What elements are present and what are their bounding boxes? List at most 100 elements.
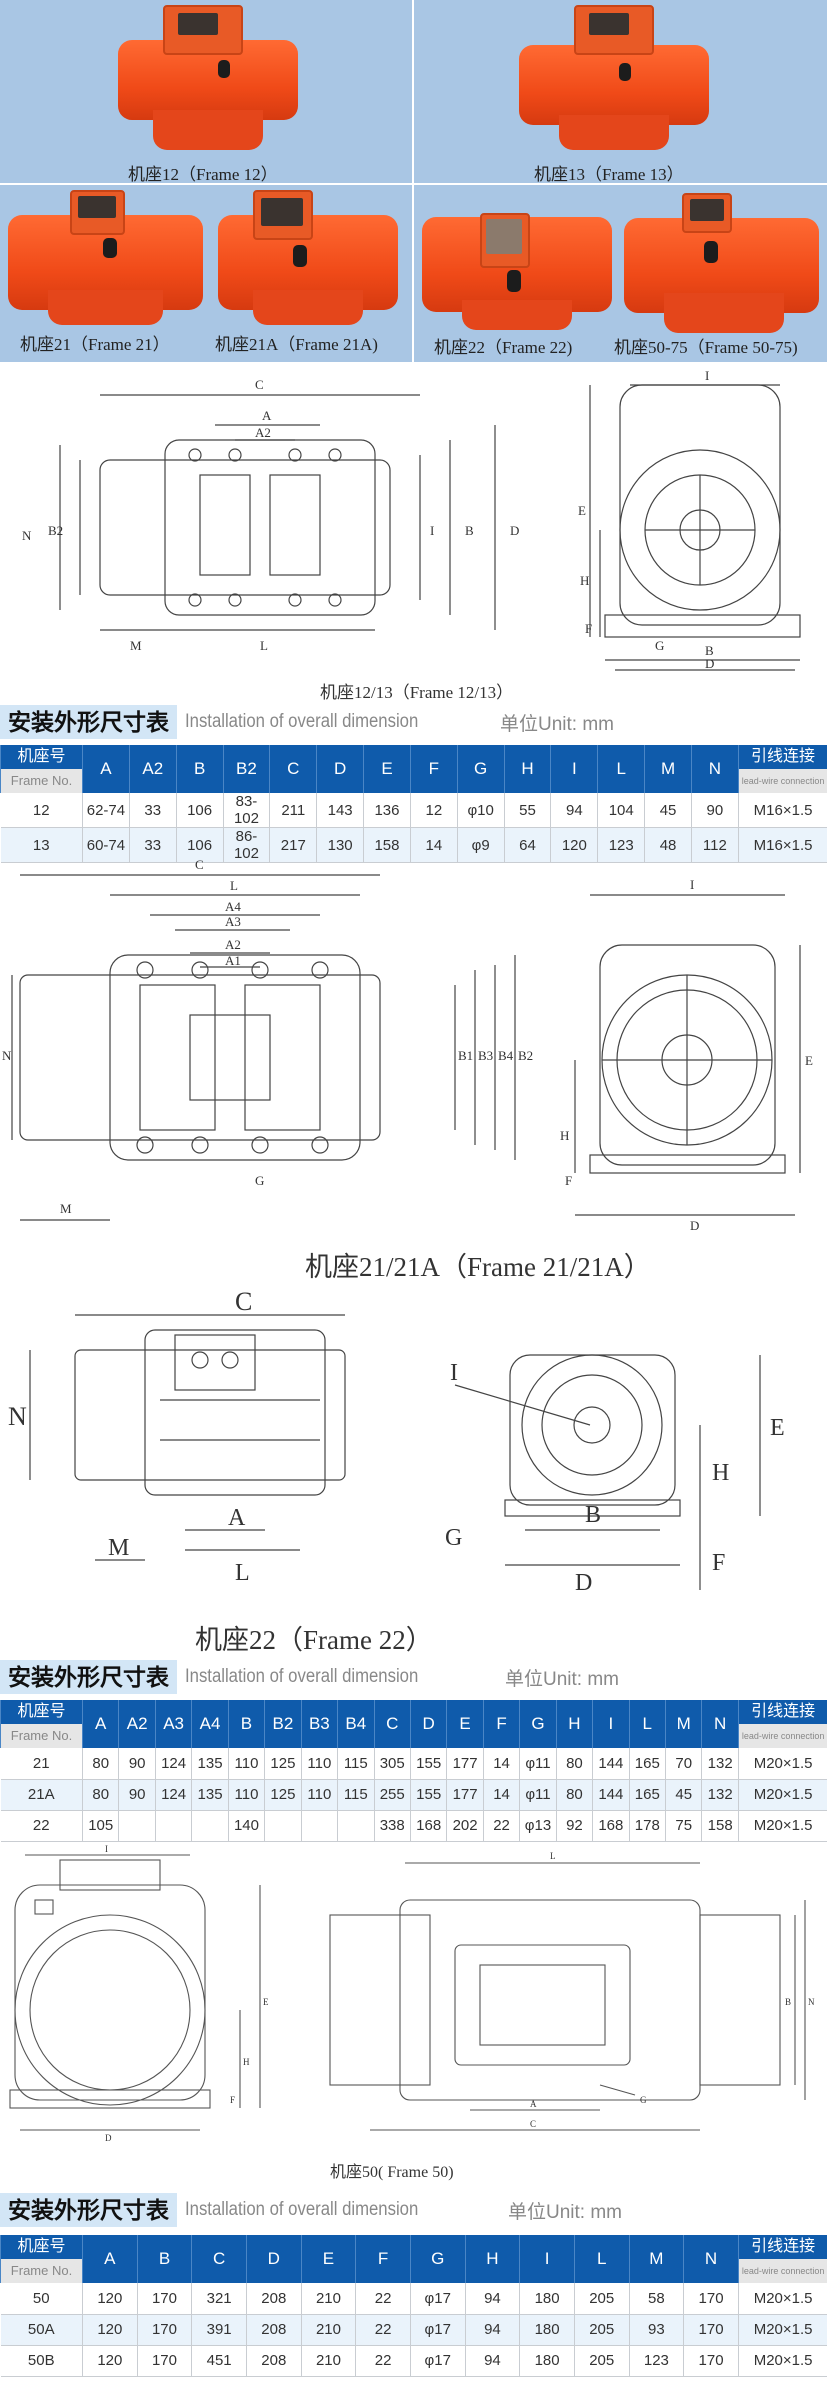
table-cell: 21A <box>0 1779 83 1811</box>
table-cell: 70 <box>664 1748 702 1780</box>
column-header: F <box>409 745 458 793</box>
dim-label: D <box>690 1218 699 1233</box>
column-header: B <box>136 2235 192 2283</box>
table-cell: 22 <box>355 2283 411 2315</box>
table-cell: 177 <box>446 1779 484 1811</box>
photo-caption: 机座50-75（Frame 50-75) <box>614 338 798 357</box>
section-title: 安装外形尺寸表 Installation of overall dimensio… <box>0 705 827 739</box>
table-cell: M20×1.5 <box>737 2345 827 2377</box>
table-cell: 158 <box>701 1810 739 1842</box>
table-cell: 13 <box>0 827 83 863</box>
table-cell: φ13 <box>519 1810 557 1842</box>
photo-caption: 机座21A（Frame 21A) <box>215 335 378 354</box>
frame-header-en: Frame No. <box>1 1724 82 1748</box>
table-cell: 60-74 <box>82 827 130 863</box>
dim-label: F <box>585 621 592 636</box>
lead-header-cn: 引线连接 <box>751 748 816 765</box>
column-header: I <box>592 1700 630 1748</box>
dim-label: E <box>578 503 586 518</box>
column-header: L <box>597 745 645 793</box>
drawing-caption: 机座12/13（Frame 12/13） <box>320 683 514 702</box>
dim-label: B <box>705 643 714 658</box>
dim-label: B2 <box>518 1048 533 1063</box>
dim-label: L <box>550 1851 556 1861</box>
column-header: A <box>82 2235 138 2283</box>
dim-label: I <box>690 877 694 892</box>
dim-label: L <box>260 638 268 653</box>
table-cell: 136 <box>363 793 411 828</box>
table-cell: 180 <box>519 2345 575 2377</box>
section-title-en: Installation of overall dimension <box>185 1666 419 1687</box>
table-cell: 33 <box>128 793 177 828</box>
dim-label: C <box>235 1290 252 1316</box>
table-cell: 94 <box>464 2283 520 2315</box>
photo-caption: 机座22（Frame 22) <box>434 338 573 357</box>
column-header: C <box>269 745 317 793</box>
column-header: B2 <box>222 745 270 793</box>
dim-label: I <box>430 523 434 538</box>
dim-label: B <box>585 1502 601 1528</box>
column-header: B4 <box>337 1700 374 1748</box>
dim-label: E <box>263 1997 269 2007</box>
column-header: C <box>191 2235 247 2283</box>
column-header: N <box>690 745 739 793</box>
dim-label: A2 <box>255 425 271 440</box>
motor-image <box>519 5 709 155</box>
table-cell: 120 <box>82 2345 138 2377</box>
table-cell: 205 <box>573 2345 630 2377</box>
table-cell: φ17 <box>409 2283 466 2315</box>
table-cell: 177 <box>446 1748 484 1780</box>
dim-label: A2 <box>225 937 241 952</box>
dim-label: G <box>445 1525 462 1551</box>
dim-label: C <box>255 377 264 392</box>
dim-label: B <box>465 523 474 538</box>
dim-label: A <box>228 1505 246 1531</box>
column-header: E <box>363 745 411 793</box>
table-cell: 130 <box>316 827 364 863</box>
dim-label: H <box>712 1460 729 1486</box>
motor-image-50 <box>624 193 819 338</box>
table-cell: 165 <box>628 1779 666 1811</box>
dim-label: N <box>2 1048 12 1063</box>
dim-label: B2 <box>48 523 63 538</box>
column-header: G <box>409 2235 466 2283</box>
column-header: H <box>464 2235 520 2283</box>
table-cell: 210 <box>300 2314 356 2346</box>
table-cell: 208 <box>245 2314 302 2346</box>
frame-header-cn: 机座号 <box>17 2238 66 2255</box>
motor-image-22 <box>422 205 612 335</box>
dim-label: A3 <box>225 914 241 929</box>
dim-label: F <box>712 1550 725 1576</box>
dim-label: I <box>705 368 709 383</box>
table-cell: 170 <box>136 2345 192 2377</box>
table-cell: 104 <box>597 793 645 828</box>
column-header: I <box>519 2235 575 2283</box>
table-cell: 202 <box>446 1810 484 1842</box>
table-cell: M16×1.5 <box>737 827 827 863</box>
table-cell: φ11 <box>519 1779 557 1811</box>
table-cell: 205 <box>573 2283 630 2315</box>
table-cell: 155 <box>409 1779 447 1811</box>
table-cell: 105 <box>81 1810 119 1842</box>
table-cell: 48 <box>644 827 692 863</box>
column-header: M <box>644 745 692 793</box>
frame-header-cn: 机座号 <box>17 748 66 765</box>
unit-label: 单位Unit: mm <box>508 2201 623 2223</box>
column-header: F <box>482 1700 520 1748</box>
dim-label: D <box>105 2133 112 2143</box>
column-header: L <box>573 2235 630 2283</box>
section-title-cn: 安装外形尺寸表 <box>0 705 177 739</box>
dim-label: L <box>235 1560 250 1586</box>
drawing-caption: 机座50( Frame 50) <box>330 2164 454 2181</box>
table-cell: 180 <box>519 2283 575 2315</box>
table-cell: 80 <box>555 1748 593 1780</box>
